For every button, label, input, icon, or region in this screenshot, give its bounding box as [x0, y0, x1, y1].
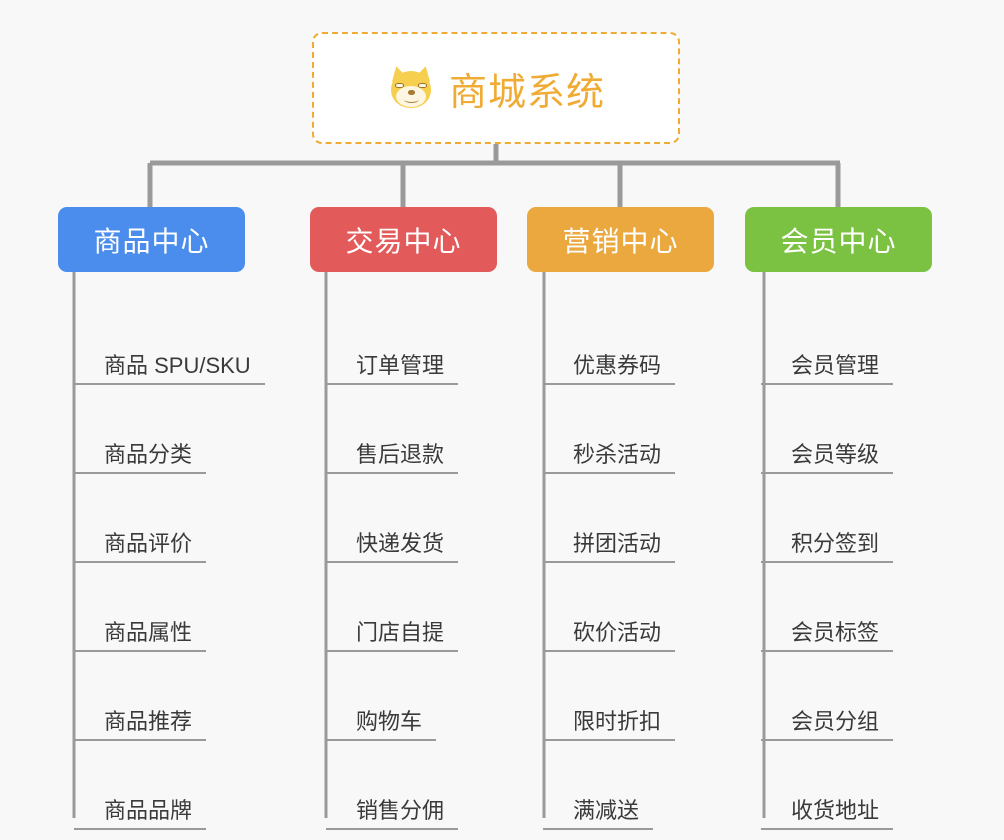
leaf-item[interactable]: 商品属性 — [74, 563, 273, 652]
leaf-label: 快递发货 — [326, 531, 459, 563]
leaf-item[interactable]: 快递发货 — [326, 474, 525, 563]
root-title: 商城系统 — [448, 71, 605, 114]
leaf-item[interactable]: 商品推荐 — [74, 652, 273, 741]
leaf-label: 会员分组 — [761, 709, 894, 741]
leaf-item[interactable]: 砍价活动 — [543, 563, 742, 652]
leaf-label: 商品属性 — [74, 620, 207, 652]
leaf-item[interactable]: 销售分佣 — [326, 741, 525, 830]
leaf-item[interactable]: 会员标签 — [761, 563, 960, 652]
leaf-item[interactable]: 购物车 — [326, 652, 525, 741]
leaf-label: 积分签到 — [761, 531, 894, 563]
leaf-label: 商品品牌 — [74, 798, 207, 830]
category-header-trade-center[interactable]: 交易中心 — [310, 207, 497, 272]
leaf-label: 会员等级 — [761, 442, 894, 474]
leaf-label: 购物车 — [326, 709, 437, 741]
branch-column-trade-center: 交易中心 订单管理 售后退款 快递发货 门店自提 购物车 销售分佣 — [310, 207, 525, 830]
leaf-item[interactable]: 满减送 — [543, 741, 742, 830]
leaf-item[interactable]: 订单管理 — [326, 296, 525, 385]
leaf-label: 砍价活动 — [543, 620, 676, 652]
leaf-item[interactable]: 售后退款 — [326, 385, 525, 474]
leaf-item[interactable]: 商品 SPU/SKU — [74, 296, 273, 385]
leaf-label: 满减送 — [543, 798, 654, 830]
leaf-item[interactable]: 会员管理 — [761, 296, 960, 385]
leaf-item[interactable]: 门店自提 — [326, 563, 525, 652]
leaf-item[interactable]: 商品分类 — [74, 385, 273, 474]
leaf-label: 收货地址 — [761, 798, 894, 830]
leaf-label: 商品推荐 — [74, 709, 207, 741]
leaf-item[interactable]: 积分签到 — [761, 474, 960, 563]
leaf-label: 秒杀活动 — [543, 442, 676, 474]
leaf-label: 门店自提 — [326, 620, 459, 652]
leaf-item[interactable]: 拼团活动 — [543, 474, 742, 563]
leaf-list-member-center: 会员管理 会员等级 积分签到 会员标签 会员分组 收货地址 — [761, 296, 960, 830]
leaf-list-marketing-center: 优惠券码 秒杀活动 拼团活动 砍价活动 限时折扣 满减送 — [543, 296, 742, 830]
leaf-label: 会员标签 — [761, 620, 894, 652]
leaf-label: 订单管理 — [326, 353, 459, 385]
leaf-label: 会员管理 — [761, 353, 894, 385]
root-node-mall-system[interactable]: 商城系统 — [312, 32, 680, 144]
leaf-label: 售后退款 — [326, 442, 459, 474]
leaf-item[interactable]: 会员等级 — [761, 385, 960, 474]
category-header-member-center[interactable]: 会员中心 — [745, 207, 932, 272]
leaf-item[interactable]: 商品评价 — [74, 474, 273, 563]
branch-column-product-center: 商品中心 商品 SPU/SKU 商品分类 商品评价 商品属性 商品推荐 商品品牌 — [58, 207, 273, 830]
dog-face-icon — [387, 64, 435, 112]
leaf-list-trade-center: 订单管理 售后退款 快递发货 门店自提 购物车 销售分佣 — [326, 296, 525, 830]
leaf-label: 商品评价 — [74, 531, 207, 563]
leaf-label: 优惠券码 — [543, 353, 676, 385]
category-header-product-center[interactable]: 商品中心 — [58, 207, 245, 272]
leaf-item[interactable]: 限时折扣 — [543, 652, 742, 741]
leaf-label: 商品分类 — [74, 442, 207, 474]
branch-column-member-center: 会员中心 会员管理 会员等级 积分签到 会员标签 会员分组 收货地址 — [745, 207, 960, 830]
leaf-label: 商品 SPU/SKU — [74, 353, 265, 385]
leaf-item[interactable]: 会员分组 — [761, 652, 960, 741]
leaf-item[interactable]: 优惠券码 — [543, 296, 742, 385]
leaf-item[interactable]: 秒杀活动 — [543, 385, 742, 474]
branch-column-marketing-center: 营销中心 优惠券码 秒杀活动 拼团活动 砍价活动 限时折扣 满减送 — [527, 207, 742, 830]
category-header-marketing-center[interactable]: 营销中心 — [527, 207, 714, 272]
leaf-item[interactable]: 收货地址 — [761, 741, 960, 830]
leaf-label: 限时折扣 — [543, 709, 676, 741]
leaf-item[interactable]: 商品品牌 — [74, 741, 273, 830]
leaf-label: 拼团活动 — [543, 531, 676, 563]
leaf-label: 销售分佣 — [326, 798, 459, 830]
leaf-list-product-center: 商品 SPU/SKU 商品分类 商品评价 商品属性 商品推荐 商品品牌 — [74, 296, 273, 830]
